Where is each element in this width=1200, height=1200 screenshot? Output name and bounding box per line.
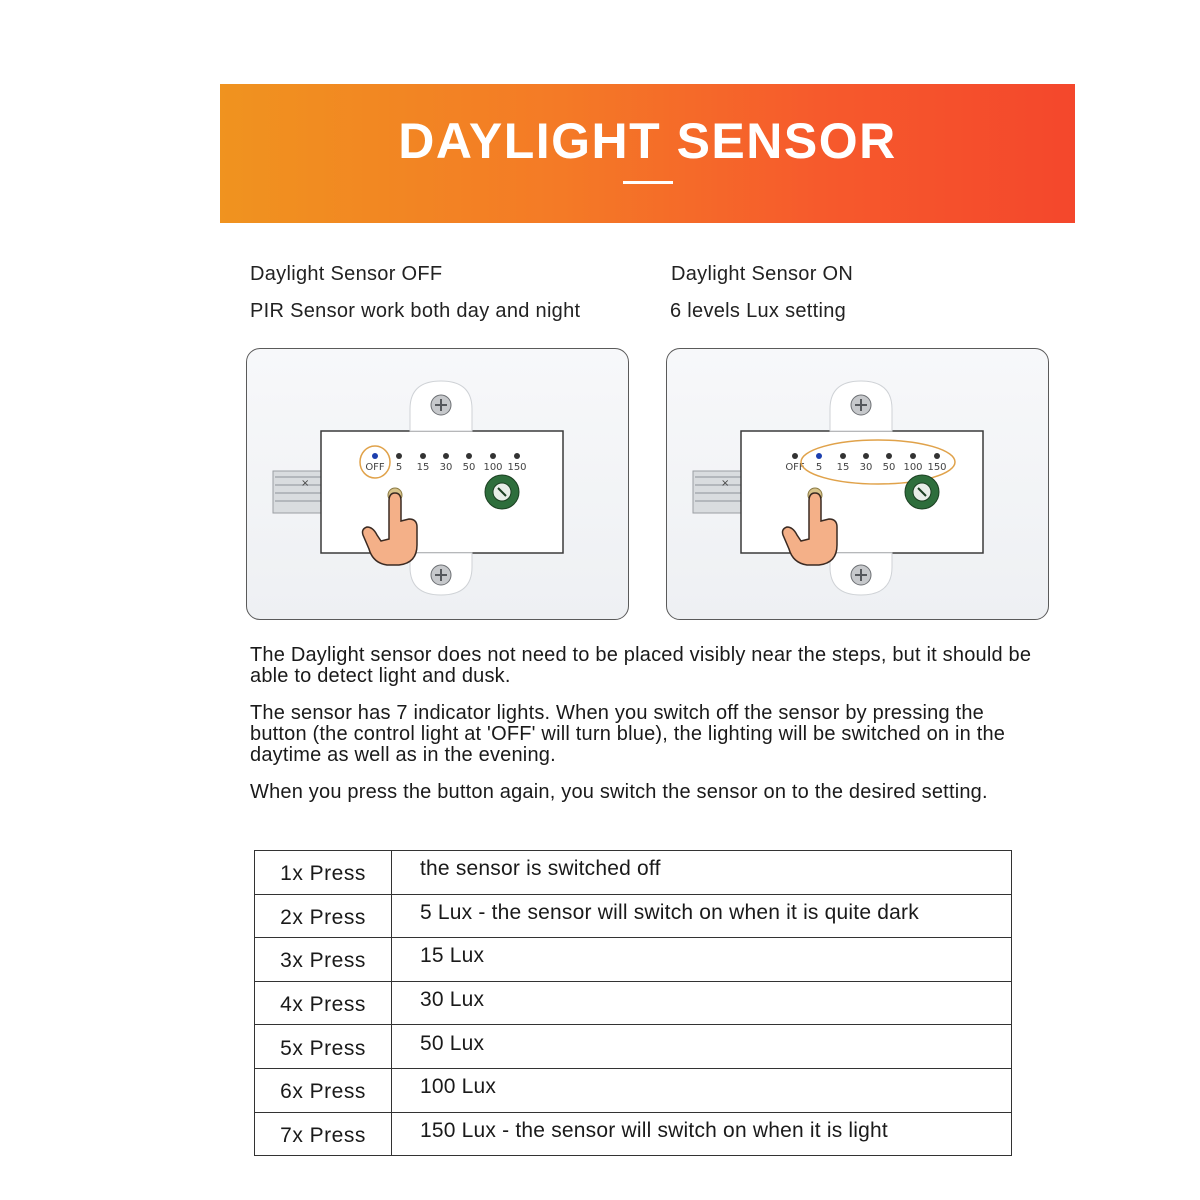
label-150: 150 bbox=[927, 462, 946, 473]
title-underline bbox=[623, 181, 673, 184]
label-100: 100 bbox=[483, 462, 502, 473]
sensor-device-illustration-on: × OFF 5 15 30 50 100 150 bbox=[692, 380, 984, 596]
svg-text:×: × bbox=[301, 478, 309, 489]
table-row: 4x Press 30 Lux bbox=[254, 980, 1012, 1026]
pointing-hand-icon bbox=[781, 492, 838, 566]
press-count-cell: 5x Press bbox=[254, 1024, 392, 1069]
press-result-cell: 30 Lux bbox=[391, 980, 1012, 1026]
indicator-lights bbox=[792, 453, 940, 459]
pointing-hand-icon bbox=[361, 492, 418, 566]
left-caption-title: Daylight Sensor OFF bbox=[250, 263, 443, 285]
press-count-cell: 7x Press bbox=[254, 1111, 392, 1157]
off-highlight-ring bbox=[359, 445, 391, 479]
table-row: 5x Press 50 Lux bbox=[254, 1024, 1012, 1069]
press-count-cell: 6x Press bbox=[254, 1067, 392, 1113]
table-row: 1x Press the sensor is switched off bbox=[254, 850, 1012, 895]
paragraph-press-again: When you press the button again, you swi… bbox=[250, 781, 988, 803]
press-count-cell: 3x Press bbox=[254, 937, 392, 982]
press-settings-table: 1x Press the sensor is switched off 2x P… bbox=[254, 850, 1012, 1157]
cable-connector: × bbox=[692, 470, 744, 514]
indicator-lights bbox=[372, 453, 520, 459]
label-15: 15 bbox=[417, 462, 430, 473]
paragraph-placement: The Daylight sensor does not need to be … bbox=[250, 644, 1032, 687]
paragraph-indicator-lights: The sensor has 7 indicator lights. When … bbox=[250, 702, 1006, 766]
press-result-cell: the sensor is switched off bbox=[391, 850, 1012, 895]
label-50: 50 bbox=[463, 462, 476, 473]
potentiometer-icon bbox=[904, 474, 940, 510]
press-result-cell: 5 Lux - the sensor will switch on when i… bbox=[391, 893, 1012, 939]
label-off: OFF bbox=[365, 462, 385, 473]
header-banner: DAYLIGHT SENSOR bbox=[220, 84, 1075, 223]
label-100: 100 bbox=[903, 462, 922, 473]
label-15: 15 bbox=[837, 462, 850, 473]
indicator-off-light bbox=[372, 453, 378, 459]
press-count-cell: 4x Press bbox=[254, 980, 392, 1026]
label-30: 30 bbox=[440, 462, 453, 473]
right-caption-sub: 6 levels Lux setting bbox=[670, 300, 847, 322]
indicator-labels: OFF 5 15 30 50 100 150 bbox=[365, 462, 526, 473]
indicator-labels: OFF 5 15 30 50 100 150 bbox=[785, 462, 946, 473]
label-5: 5 bbox=[396, 462, 402, 473]
cable-connector: × bbox=[272, 470, 324, 514]
press-count-cell: 2x Press bbox=[254, 893, 392, 939]
right-caption-title: Daylight Sensor ON bbox=[671, 263, 854, 285]
press-count-cell: 1x Press bbox=[254, 850, 392, 895]
label-off: OFF bbox=[785, 462, 805, 473]
table-row: 3x Press 15 Lux bbox=[254, 937, 1012, 982]
device-photo-off: × OFF 5 15 30 50 100 150 bbox=[246, 348, 629, 620]
label-30: 30 bbox=[860, 462, 873, 473]
potentiometer-icon bbox=[484, 474, 520, 510]
left-caption-sub: PIR Sensor work both day and night bbox=[250, 300, 581, 322]
press-result-cell: 150 Lux - the sensor will switch on when… bbox=[391, 1111, 1012, 1157]
lux-levels-highlight-ring bbox=[800, 439, 956, 485]
device-photo-on: × OFF 5 15 30 50 100 150 bbox=[666, 348, 1049, 620]
sensor-body bbox=[740, 430, 984, 554]
indicator-off-light bbox=[792, 453, 798, 459]
press-result-cell: 50 Lux bbox=[391, 1024, 1012, 1069]
page-title: DAYLIGHT SENSOR bbox=[398, 113, 897, 169]
label-50: 50 bbox=[883, 462, 896, 473]
table-row: 2x Press 5 Lux - the sensor will switch … bbox=[254, 893, 1012, 939]
sensor-device-illustration: × OFF 5 15 30 50 100 150 bbox=[272, 380, 564, 596]
table-row: 6x Press 100 Lux bbox=[254, 1067, 1012, 1113]
svg-text:×: × bbox=[721, 478, 729, 489]
indicator-5-light bbox=[816, 453, 822, 459]
press-result-cell: 15 Lux bbox=[391, 937, 1012, 982]
sensor-body bbox=[320, 430, 564, 554]
label-5: 5 bbox=[816, 462, 822, 473]
table-row: 7x Press 150 Lux - the sensor will switc… bbox=[254, 1111, 1012, 1157]
label-150: 150 bbox=[507, 462, 526, 473]
press-result-cell: 100 Lux bbox=[391, 1067, 1012, 1113]
